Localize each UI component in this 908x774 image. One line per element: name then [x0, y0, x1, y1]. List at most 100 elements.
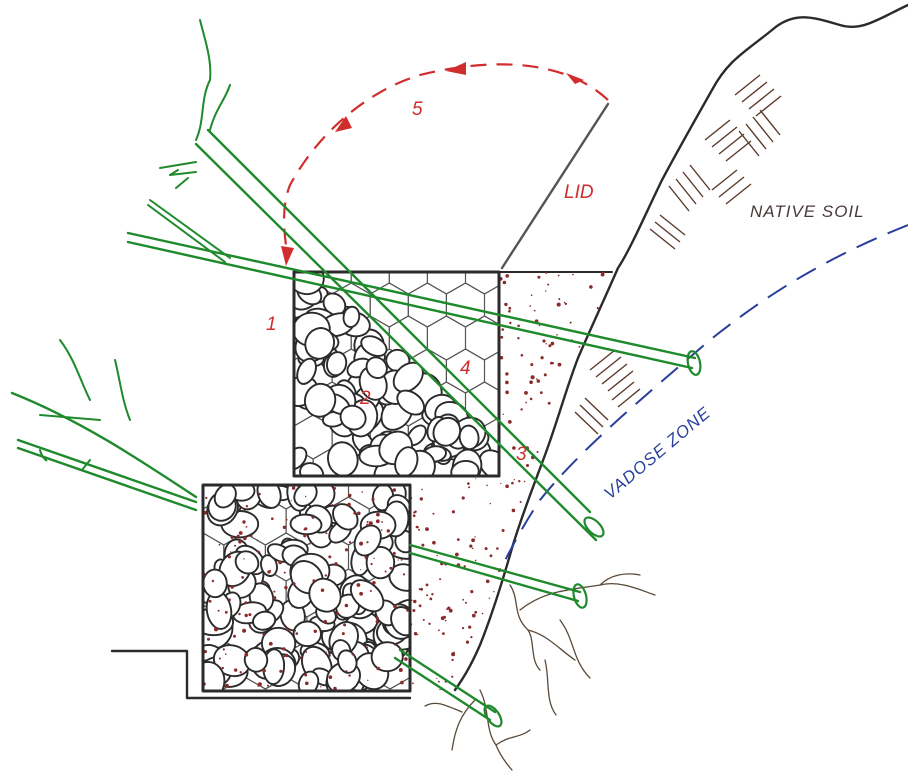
soil-speckle [576, 527, 578, 529]
soil-speckle [393, 488, 397, 492]
soil-speckle [346, 670, 348, 672]
soil-speckle [508, 307, 511, 310]
soil-speckle [286, 519, 288, 521]
soil-speckle [225, 653, 227, 655]
soil-speckle [325, 574, 327, 576]
soil-speckle [369, 521, 373, 525]
soil-speckle [325, 532, 327, 534]
soil-speckle [486, 580, 490, 584]
soil-speckle [596, 506, 600, 510]
soil-speckle [414, 511, 416, 513]
soil-speckle [345, 548, 348, 551]
soil-speckle [518, 480, 520, 482]
soil-speckle [572, 665, 575, 668]
soil-speckle [619, 408, 621, 410]
soil-speckle [381, 521, 383, 523]
soil-speckle [608, 567, 612, 571]
soil-speckle [284, 586, 287, 589]
soil-speckle [246, 526, 248, 528]
soil-speckle [259, 551, 261, 553]
soil-speckle [490, 554, 493, 557]
soil-speckle [609, 679, 612, 682]
soil-speckle [357, 583, 361, 587]
soil-speckle [412, 682, 414, 684]
soil-speckle [603, 436, 606, 439]
soil-speckle [360, 569, 361, 570]
soil-speckle [542, 501, 545, 504]
soil-speckle [490, 503, 491, 504]
soil-speckle [385, 571, 387, 573]
soil-speckle [485, 547, 488, 550]
soil-speckle [294, 630, 296, 632]
soil-speckle [488, 687, 491, 690]
soil-speckle [222, 667, 224, 669]
wire-mesh-cell [141, 533, 183, 581]
soil-speckle [526, 571, 528, 573]
soil-speckle [540, 510, 543, 513]
soil-speckle [585, 414, 587, 416]
soil-speckle [505, 372, 508, 375]
soil-speckle [393, 605, 397, 609]
soil-speckle [611, 357, 614, 360]
soil-speckle [530, 681, 533, 684]
soil-speckle [419, 604, 422, 607]
soil-speckle [352, 653, 354, 655]
wire-mesh-cell [237, 382, 275, 426]
soil-speckle [455, 553, 459, 557]
soil-speckle [325, 651, 327, 653]
soil-speckle [540, 540, 542, 542]
soil-speckle [234, 668, 237, 671]
soil-speckle [532, 544, 534, 546]
soil-speckle [257, 685, 259, 687]
stone [203, 569, 228, 597]
soil-speckle [416, 526, 418, 528]
soil-speckle [242, 629, 246, 633]
wire-mesh-cell [141, 605, 183, 653]
step-2-label: 2 [359, 388, 371, 409]
soil-speckle [529, 305, 531, 307]
soil-speckle [557, 303, 561, 307]
wire-mesh-cell [446, 217, 484, 261]
soil-speckle [381, 529, 383, 531]
soil-speckle [521, 666, 524, 669]
soil-speckle [269, 642, 273, 646]
soil-speckle [576, 552, 579, 555]
soil-speckle [551, 444, 553, 446]
soil-speckle [482, 613, 484, 615]
soil-speckle [376, 519, 380, 523]
soil-speckle [538, 639, 540, 641]
soil-speckle [500, 483, 501, 484]
soil-speckle [509, 657, 512, 660]
soil-speckle [357, 512, 361, 516]
soil-speckle [522, 568, 525, 571]
soil-speckle [305, 682, 309, 686]
soil-speckle [312, 516, 315, 519]
soil-speckle [587, 679, 588, 680]
soil-speckle [546, 343, 547, 344]
soil-speckle [508, 420, 512, 424]
soil-speckle [532, 593, 534, 595]
soil-speckle [374, 558, 375, 559]
soil-speckle [283, 526, 286, 529]
soil-speckle [370, 590, 372, 592]
soil-speckle [545, 290, 546, 291]
soil-speckle [579, 431, 582, 434]
soil-speckle [598, 324, 601, 327]
soil-speckle [349, 541, 351, 543]
soil-speckle [246, 505, 248, 507]
soil-speckle [545, 513, 548, 516]
soil-speckle [264, 582, 266, 584]
soil-speckle [240, 671, 242, 673]
soil-speckle [442, 632, 445, 635]
soil-speckle [573, 485, 576, 488]
soil-speckle [207, 638, 210, 641]
soil-speckle [524, 481, 526, 483]
soil-speckle [564, 608, 567, 611]
soil-speckle [219, 658, 221, 660]
soil-speckle [284, 572, 286, 574]
soil-speckle [305, 496, 306, 497]
soil-speckle [271, 517, 274, 520]
soil-speckle [532, 539, 535, 542]
soil-speckle [517, 667, 520, 670]
soil-speckle [556, 334, 558, 336]
